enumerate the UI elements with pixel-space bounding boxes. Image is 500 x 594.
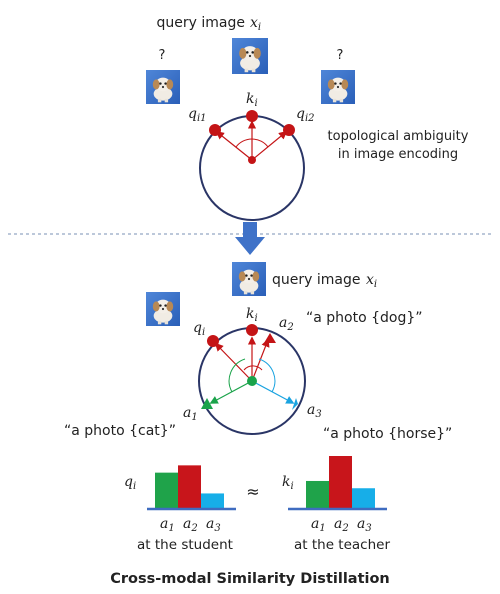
student-bar-a1: [155, 472, 178, 508]
top-section: query image xi ? ? qi1 ki qi2 topologica…: [146, 15, 469, 221]
top-center-dot: [248, 156, 256, 164]
teacher-bar-a2: [329, 456, 352, 508]
teacher-var: ki: [282, 474, 294, 492]
prompt-horse: “a photo {horse}”: [323, 426, 452, 442]
node-a3: [292, 398, 298, 410]
top-label-q2: qi2: [296, 106, 315, 124]
top-arrow-q2: [251, 130, 288, 161]
bottom-section: query image xi qi ki a2 a: [64, 262, 452, 442]
teacher-bar-chart: ki a1 a2 a3 at the teacher: [282, 456, 390, 553]
top-node-q2: [283, 124, 295, 136]
bottom-query-var: xi: [366, 272, 377, 290]
down-arrow-icon: [235, 222, 265, 255]
label-k: ki: [246, 306, 258, 324]
arc-blue: [258, 358, 276, 393]
student-bar-chart: qi a1 a2 a3 at the student: [124, 465, 236, 553]
label-a1: a1: [183, 405, 198, 423]
label-a3: a3: [307, 402, 322, 420]
node-a2: [264, 333, 276, 343]
student-label-a3: a3: [206, 516, 221, 534]
bottom-center-dot: [247, 376, 257, 386]
top-query-var: xi: [250, 15, 261, 33]
student-label-a1: a1: [160, 516, 175, 534]
prompt-dog: “a photo {dog}”: [306, 310, 423, 326]
student-bar-a3: [201, 493, 224, 508]
node-q: [207, 335, 219, 347]
top-node-q1: [209, 124, 221, 136]
arrow-a2: [251, 338, 270, 382]
label-q: qi: [193, 320, 205, 338]
top-right-image: [321, 70, 355, 104]
ambiguity-line-2: in image encoding: [338, 147, 458, 162]
student-var: qi: [124, 474, 136, 492]
top-label-q1: qi1: [188, 106, 207, 124]
arrow-q: [214, 342, 253, 382]
arc-green: [228, 358, 246, 393]
approx-symbol: ≈: [246, 482, 259, 501]
prompt-cat: “a photo {cat}”: [64, 423, 176, 439]
figure-title: Cross-modal Similarity Distillation: [110, 571, 390, 587]
label-a2: a2: [279, 315, 294, 333]
student-bar-a2: [178, 465, 201, 508]
teacher-bar-a1: [306, 480, 329, 508]
top-query-label: query image: [157, 15, 245, 31]
bottom-query-image: [232, 262, 266, 296]
top-query-image: [232, 38, 268, 74]
top-question-left: ?: [159, 48, 166, 63]
top-left-image: [146, 70, 180, 104]
teacher-label-a2: a2: [334, 516, 349, 534]
teacher-bar-a3: [352, 488, 375, 508]
student-bars: [155, 465, 224, 508]
student-label-a2: a2: [183, 516, 198, 534]
top-arrow-q1: [215, 130, 253, 161]
node-a1: [201, 398, 213, 409]
top-label-k: ki: [246, 91, 258, 109]
bottom-left-image: [146, 292, 180, 326]
teacher-label-a1: a1: [311, 516, 326, 534]
student-caption: at the student: [137, 537, 233, 553]
top-question-right: ?: [337, 48, 344, 63]
top-node-k: [246, 110, 258, 122]
top-angle-arc: [235, 138, 269, 148]
teacher-label-a3: a3: [357, 516, 372, 534]
ambiguity-line-1: topological ambiguity: [328, 129, 469, 144]
teacher-caption: at the teacher: [294, 537, 390, 553]
teacher-axis-labels: a1 a2 a3: [311, 516, 372, 534]
arc-red: [243, 365, 263, 371]
teacher-bars: [306, 456, 375, 508]
bottom-query-label: query image: [272, 272, 360, 288]
node-k: [246, 324, 258, 336]
student-axis-labels: a1 a2 a3: [160, 516, 221, 534]
